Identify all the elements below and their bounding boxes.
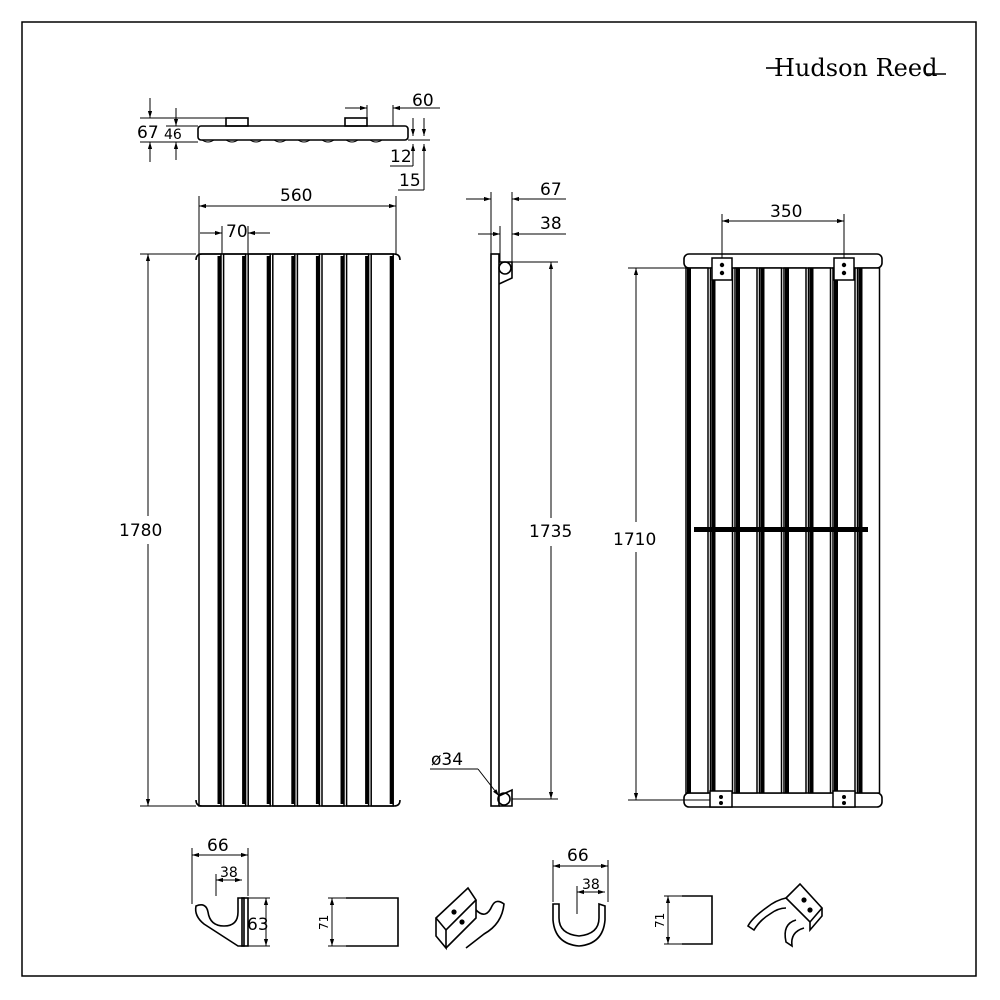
top-view: 67 46 60 12 15 xyxy=(137,91,440,191)
front-column-edge xyxy=(266,256,271,804)
side-depth-overall-label: 67 xyxy=(540,180,562,200)
bracket-a-side-profile xyxy=(194,897,245,947)
front-column-edge xyxy=(315,256,320,804)
bracket-a-width-label: 66 xyxy=(207,836,229,856)
front-height-label: 1780 xyxy=(119,521,162,541)
rear-crossbar xyxy=(694,527,868,532)
rear-top-bracket-right xyxy=(833,257,855,281)
bracket-a-offset-label: 38 xyxy=(220,865,238,881)
rear-top-bracket-left xyxy=(711,257,733,281)
front-column-edge xyxy=(340,256,344,804)
front-column-edge xyxy=(242,256,246,804)
bracket-a-strap-height-label: 71 xyxy=(317,915,331,930)
bracket-a-plate xyxy=(241,897,249,947)
rear-bottom-bracket-left xyxy=(709,790,733,808)
side-depth-bracket-label: 38 xyxy=(540,214,562,234)
top-depth-panel-label: 46 xyxy=(164,127,182,143)
top-view-panel xyxy=(197,125,409,141)
side-view: 67 38 1735 ø34 xyxy=(430,180,572,807)
rear-view: 350 1710 xyxy=(613,202,883,808)
brand-logo: Hudson Reed xyxy=(766,54,946,82)
front-top-cap xyxy=(195,253,401,261)
side-pipe-diameter-label: ø34 xyxy=(431,750,463,770)
bracket-b-detail: 66 38 71 xyxy=(552,846,824,948)
rear-bracket-spacing-label: 350 xyxy=(770,202,802,222)
top-gap-b-label: 15 xyxy=(399,171,421,191)
rear-bottom-bracket-right xyxy=(832,790,856,808)
top-depth-overall-label: 67 xyxy=(137,123,159,143)
front-column-edge xyxy=(291,256,295,804)
bracket-b-side-profile xyxy=(552,902,606,947)
front-column-edge xyxy=(365,256,369,804)
side-top-pipe xyxy=(498,261,512,275)
side-view-profile xyxy=(490,253,500,807)
rear-height-label: 1710 xyxy=(613,530,656,550)
top-view-column-profiles xyxy=(201,139,383,143)
top-gap-a-label: 12 xyxy=(390,147,412,167)
bracket-a-detail: 66 38 63 71 xyxy=(191,836,505,951)
bracket-a-strap xyxy=(346,897,399,947)
bracket-b-strap-height-label: 71 xyxy=(653,913,667,928)
front-view-columns xyxy=(198,253,394,807)
side-bottom-pipe xyxy=(497,792,511,806)
front-width-label: 560 xyxy=(280,186,312,206)
rear-column-edge xyxy=(687,268,691,793)
brand-name: Hudson Reed xyxy=(774,54,937,82)
front-column-edge xyxy=(217,256,221,804)
top-bracket-offset-label: 60 xyxy=(412,91,434,111)
top-view-bracket-right xyxy=(344,117,368,127)
front-bottom-cap xyxy=(195,799,401,807)
bracket-b-offset-label: 38 xyxy=(582,877,600,893)
bracket-b-isometric xyxy=(746,882,824,948)
drawing-frame xyxy=(21,21,977,977)
rear-top-manifold xyxy=(683,253,883,269)
bracket-a-height-label: 63 xyxy=(247,915,269,935)
bracket-b-width-label: 66 xyxy=(567,846,589,866)
front-pitch-label: 70 xyxy=(226,222,248,242)
bracket-b-strap xyxy=(682,895,713,945)
bracket-a-isometric xyxy=(434,886,505,951)
front-view: 560 70 1780 xyxy=(119,186,401,807)
front-column-edge xyxy=(389,256,394,804)
top-view-bracket-left xyxy=(225,117,249,127)
side-height-label: 1735 xyxy=(529,522,572,542)
